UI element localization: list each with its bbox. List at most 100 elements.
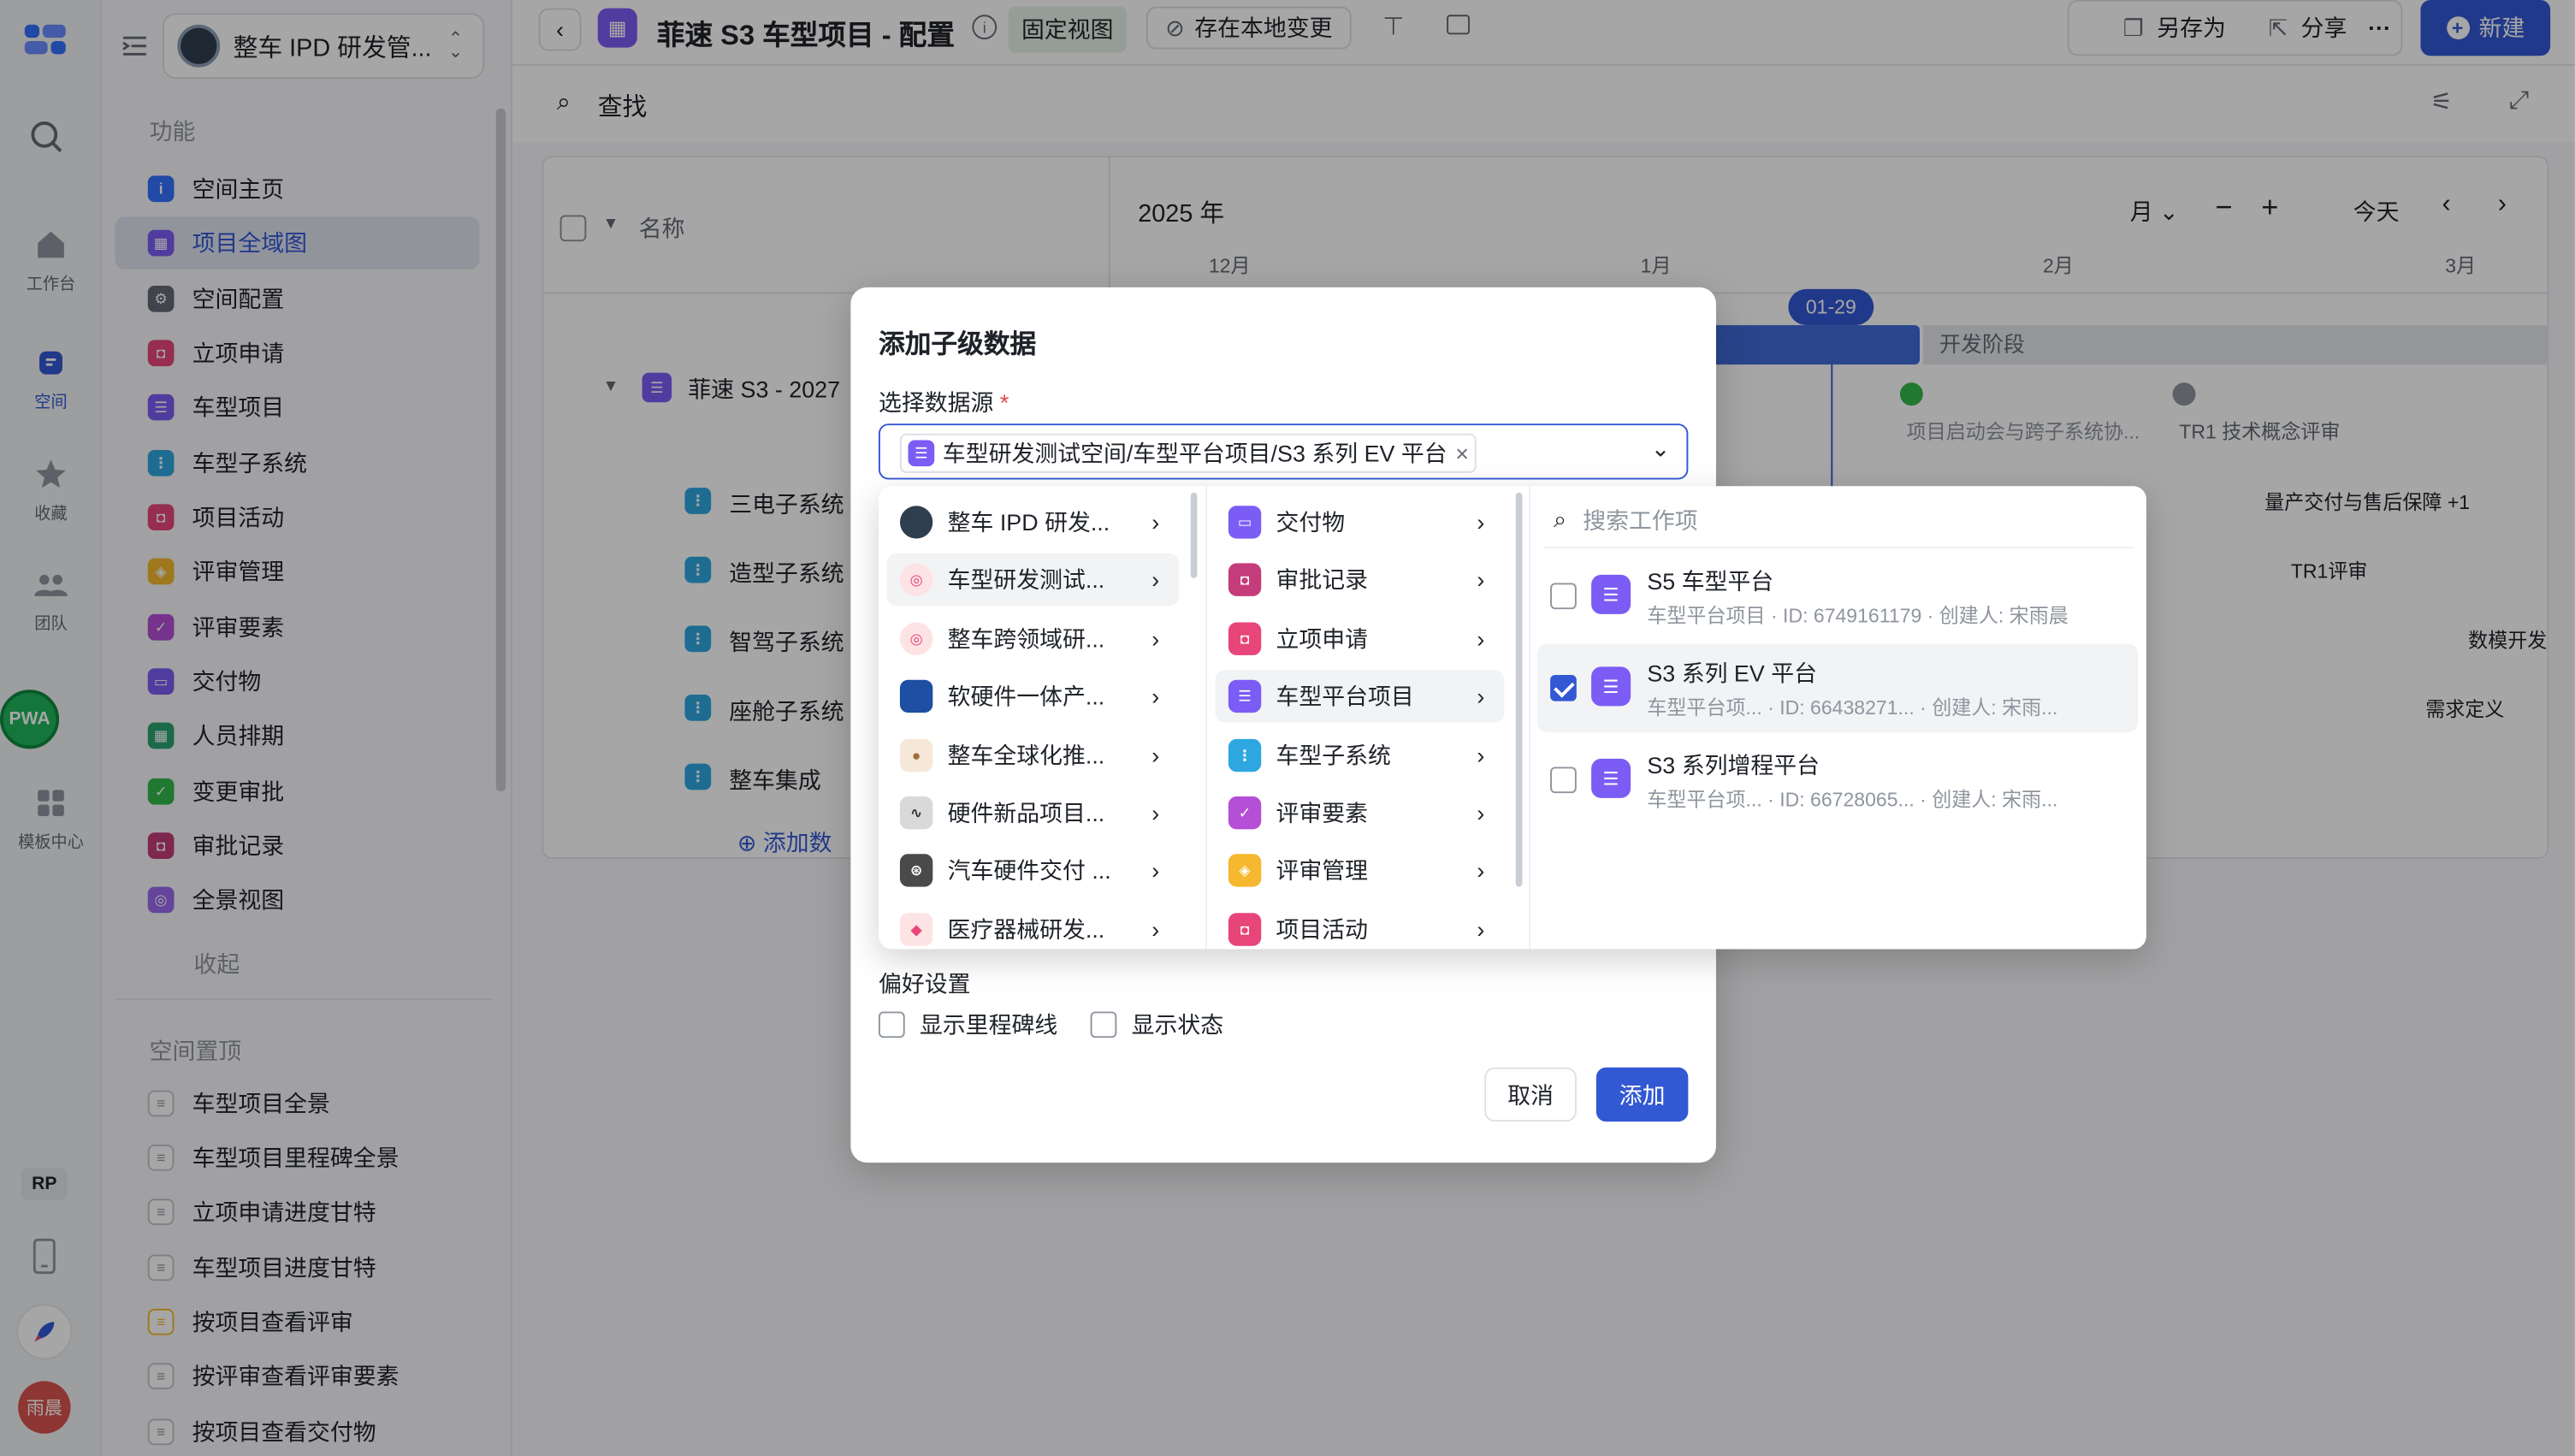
caret-down-icon[interactable]: ▼ [602, 215, 619, 234]
save-as-button[interactable]: ❐另存为 [2123, 11, 2226, 44]
pwa-badge[interactable]: PWA [0, 690, 60, 749]
collapse-link[interactable]: 收起 [193, 950, 240, 978]
layout-icon[interactable] [1447, 15, 1471, 35]
stack-icon: ☰ [1591, 666, 1631, 707]
pinned-item[interactable]: ≡立项申请进度甘特 [115, 1186, 479, 1238]
chevron-down-icon[interactable]: ⌄ [1650, 435, 1671, 462]
more-button[interactable]: ··· [2357, 0, 2403, 56]
sidebar-item-project-request[interactable]: ◘立项申请 [115, 327, 479, 379]
type-item-active[interactable]: ☰车型平台项目› [1215, 670, 1505, 723]
share-button[interactable]: ⇱分享 [2269, 11, 2347, 44]
rail-item-space[interactable]: 空间 [0, 345, 102, 412]
back-button[interactable]: ‹ [538, 8, 582, 51]
result-checkbox[interactable] [1550, 583, 1577, 610]
type-item[interactable]: ◘审批记录› [1216, 553, 1505, 606]
find-label[interactable]: 查找 [597, 93, 648, 122]
sidebar-item-review-management[interactable]: ◈评审管理 [115, 545, 479, 597]
sidebar-collapse-icon[interactable] [118, 30, 151, 62]
space-item[interactable]: ⊛汽车硬件交付 ...› [887, 844, 1180, 897]
avatar[interactable]: 雨晨 [18, 1381, 71, 1434]
select-all-checkbox[interactable] [559, 215, 587, 242]
rail-item-team[interactable]: 团队 [0, 566, 102, 634]
sidebar-item-vehicle-subsystem[interactable]: ⋮车型子系统 [115, 437, 479, 489]
sidebar-item-space-config[interactable]: ⚙空间配置 [115, 273, 479, 325]
mobile-icon[interactable] [31, 1238, 57, 1275]
list-view-icon: ≡ [147, 1144, 175, 1171]
pinned-item[interactable]: ≡按项目查看评审 [115, 1296, 479, 1348]
close-icon[interactable]: × [1455, 440, 1469, 467]
time-unit-select[interactable]: 月 ⌄ [2129, 198, 2179, 225]
add-data-link[interactable]: ⊕ 添加数 [737, 826, 832, 859]
search-input[interactable]: 搜索工作项 [1583, 506, 1698, 533]
show-status-checkbox[interactable] [1090, 1011, 1117, 1039]
tree-icon: ⋮ [684, 488, 712, 514]
save-local-button[interactable]: ⊘存在本地变更 [1145, 6, 1352, 50]
rocket-icon[interactable] [16, 1304, 73, 1360]
pinned-item[interactable]: ≡车型项目里程碑全景 [115, 1132, 479, 1184]
sidebar-item-review-elements[interactable]: ✓评审要素 [115, 601, 479, 654]
space-item[interactable]: 软硬件一体产...› [887, 670, 1180, 722]
column-scrollbar[interactable] [1190, 492, 1198, 578]
type-item[interactable]: ⋮车型子系统› [1216, 729, 1505, 781]
expand-caret-icon[interactable]: ▼ [602, 377, 619, 396]
space-item[interactable]: 整车 IPD 研发...› [887, 496, 1180, 548]
find-icon[interactable]: ⌕ [556, 88, 571, 117]
type-item[interactable]: ◘项目活动› [1216, 903, 1505, 950]
sidebar-scrollbar[interactable] [495, 108, 506, 792]
sidebar-item-project-map[interactable]: ▦项目全域图 [115, 216, 480, 269]
zoom-in-button[interactable]: + [2261, 190, 2279, 224]
bookmark-icon: ◘ [1228, 563, 1262, 596]
type-item[interactable]: ▭交付物› [1216, 496, 1505, 548]
show-milestone-checkbox[interactable] [878, 1011, 905, 1039]
space-item[interactable]: ●整车全球化推...› [887, 729, 1180, 781]
pin-icon[interactable]: ⊤ [1382, 13, 1405, 41]
sidebar-item-staff-schedule[interactable]: ▦人员排期 [115, 709, 479, 761]
pinned-item[interactable]: ≡按评审查看评审要素 [115, 1350, 479, 1402]
new-button[interactable]: +新建 [2420, 0, 2551, 56]
result-item-selected[interactable]: ☰ S3 系列 EV 平台 车型平台项... · ID: 66438271...… [1536, 643, 2139, 733]
space-item[interactable]: ◆医疗器械研发...› [887, 903, 1180, 950]
rail-item-templates[interactable]: 模板中心 [0, 785, 102, 852]
add-button[interactable]: 添加 [1595, 1067, 1689, 1122]
cancel-button[interactable]: 取消 [1484, 1067, 1577, 1122]
info-icon[interactable]: i [972, 15, 997, 40]
result-checkbox[interactable] [1550, 766, 1577, 794]
result-item[interactable]: ☰ S5 车型平台 车型平台项目 · ID: 6749161179 · 创建人:… [1537, 552, 2139, 641]
zoom-out-button[interactable]: − [2215, 190, 2233, 224]
workspace-switcher[interactable]: 整车 IPD 研发管... ⌃⌄ [163, 13, 485, 80]
today-button[interactable]: 今天 [2353, 198, 2400, 225]
type-item[interactable]: ✓评审要素› [1216, 786, 1505, 838]
show-milestone-option[interactable]: 显示里程碑线 [878, 1009, 1057, 1041]
type-item[interactable]: ◘立项申请› [1216, 613, 1505, 665]
filter-settings-icon[interactable]: ⚟ [2430, 88, 2453, 117]
fullscreen-icon[interactable]: ⤢ [2509, 86, 2530, 115]
column-scrollbar[interactable] [1515, 492, 1523, 887]
sidebar-item-panorama[interactable]: ◎全景视图 [115, 873, 479, 926]
pinned-item[interactable]: ≡车型项目全景 [115, 1077, 479, 1129]
search-field[interactable]: ⌕ 搜索工作项 [1543, 493, 2135, 549]
rp-badge[interactable]: RP [21, 1167, 68, 1201]
rail-item-workbench[interactable]: 工作台 [0, 227, 102, 294]
pinned-item[interactable]: ≡按项目查看交付物 [115, 1406, 479, 1456]
app-logo[interactable] [23, 20, 69, 59]
show-status-option[interactable]: 显示状态 [1090, 1009, 1223, 1041]
sidebar-item-change-approval[interactable]: ✓变更审批 [115, 766, 479, 818]
pinned-item[interactable]: ≡车型项目进度甘特 [115, 1241, 479, 1293]
prev-period-button[interactable]: ‹ [2442, 190, 2451, 219]
space-item[interactable]: ◎整车跨领域研...› [887, 613, 1180, 665]
sidebar-item-approval-records[interactable]: ◘审批记录 [115, 820, 479, 872]
type-item[interactable]: ◈评审管理› [1216, 844, 1505, 897]
phase-bar[interactable] [1693, 325, 1921, 365]
next-period-button[interactable]: › [2497, 190, 2507, 219]
sidebar-item-vehicle-project[interactable]: ☰车型项目 [115, 381, 479, 433]
sidebar-item-project-activity[interactable]: ◘项目活动 [115, 491, 479, 543]
space-item[interactable]: ∿硬件新品项目...› [887, 786, 1180, 838]
source-select[interactable]: ☰ 车型研发测试空间/车型平台项目/S3 系列 EV 平台 × ⌄ [878, 423, 1689, 480]
result-item[interactable]: ☰ S3 系列增程平台 车型平台项... · ID: 66728065... ·… [1537, 736, 2139, 825]
rail-item-favorites[interactable]: 收藏 [0, 457, 102, 524]
sidebar-item-deliverables[interactable]: ▭交付物 [115, 655, 479, 707]
result-checkbox[interactable] [1550, 674, 1577, 701]
search-icon[interactable] [28, 118, 64, 154]
space-item-active[interactable]: ◎车型研发测试...› [886, 553, 1180, 607]
